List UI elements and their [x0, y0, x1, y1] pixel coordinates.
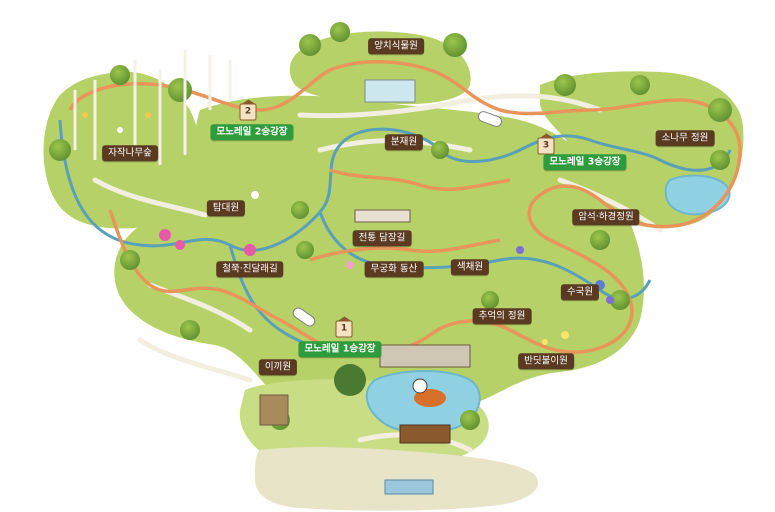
- buildings: [259, 79, 471, 495]
- label-saekjae[interactable]: 색채원: [450, 259, 490, 275]
- station-1-badge: 1: [335, 316, 353, 338]
- label-sugukwon[interactable]: 수국원: [560, 284, 600, 300]
- label-ikki[interactable]: 이끼원: [258, 359, 298, 375]
- visitor-center: [379, 344, 471, 368]
- label-bandi[interactable]: 반딧불이원: [518, 353, 574, 369]
- land-areas: [43, 31, 744, 511]
- label-sonamu[interactable]: 소나무 정원: [655, 130, 715, 146]
- label-yangchi[interactable]: 양치식물원: [368, 38, 424, 54]
- birch-trees: [73, 50, 232, 165]
- mandarin-duck: [412, 378, 446, 407]
- greenhouse: [364, 79, 416, 103]
- label-tapdae[interactable]: 탐대원: [206, 200, 246, 216]
- land-bottom-plain: [255, 447, 539, 511]
- label-jeontong[interactable]: 전통 담장길: [352, 230, 412, 246]
- land-top-hill: [289, 31, 471, 105]
- station-3-badge: 3: [537, 133, 555, 155]
- label-mugunghwa[interactable]: 무궁화 동산: [364, 261, 424, 277]
- monorail-cars: [292, 111, 503, 327]
- small-house: [259, 394, 289, 426]
- label-station-3[interactable]: 모노레일 3승강장: [543, 154, 627, 170]
- flowers: [82, 112, 614, 345]
- bus-stop: [384, 479, 434, 495]
- label-station-1[interactable]: 모노레일 1승강장: [298, 341, 382, 357]
- traditional-wall: [354, 209, 411, 223]
- label-bunjae[interactable]: 분재원: [384, 134, 424, 150]
- label-station-2[interactable]: 모노레일 2승강장: [210, 124, 294, 140]
- hanok: [399, 424, 451, 444]
- label-cheolljuk[interactable]: 철쭉·진달래길: [216, 261, 284, 277]
- walking-trail: [58, 119, 732, 252]
- label-jajak[interactable]: 자작나무숲: [102, 145, 158, 161]
- land-center: [114, 95, 644, 421]
- station-2-badge: 2: [239, 99, 257, 121]
- pine-pond: [664, 174, 731, 216]
- label-chueok[interactable]: 추억의 정원: [472, 308, 532, 324]
- label-amseok[interactable]: 암석·하경정원: [572, 209, 640, 225]
